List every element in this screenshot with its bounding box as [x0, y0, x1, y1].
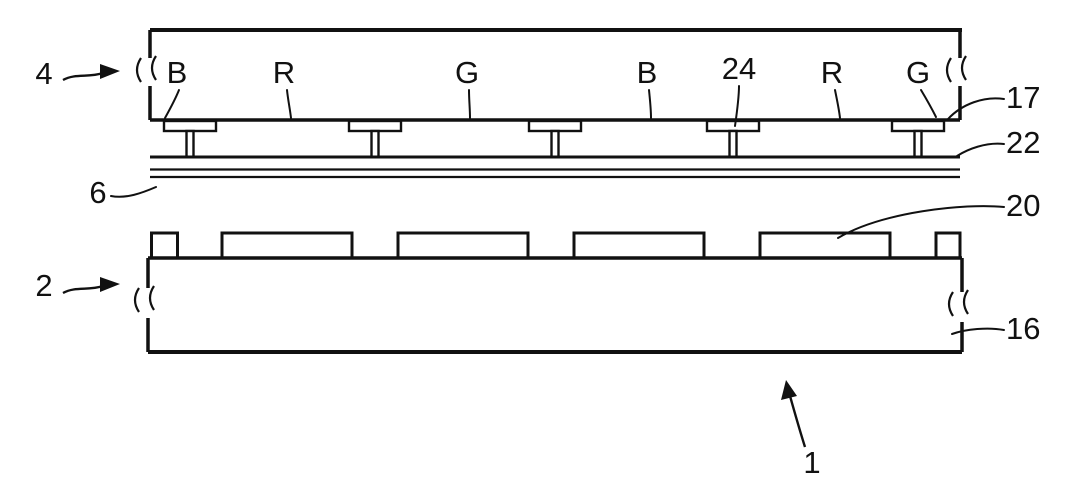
leader-lines	[110, 85, 1005, 335]
black-matrix-stem	[550, 129, 560, 159]
pixel-electrode-partial-left	[150, 231, 179, 260]
pixel-electrode	[758, 231, 892, 260]
black-matrix-cap	[705, 119, 761, 133]
leader-segment-g2	[920, 89, 937, 118]
break-mark	[962, 289, 969, 315]
arrow-2-shaft	[62, 284, 104, 295]
label-20: 20	[1006, 188, 1040, 223]
break-mark	[945, 57, 952, 83]
label-segment-b2: B	[637, 55, 658, 90]
black-matrix-stem	[185, 129, 195, 159]
leader-24	[734, 85, 740, 127]
black-matrix-stem	[913, 129, 923, 159]
break-mark	[150, 55, 157, 81]
break-mark	[135, 57, 142, 83]
label-22: 22	[1006, 125, 1040, 160]
pixel-electrode	[220, 231, 354, 260]
arrows	[62, 64, 807, 448]
leader-segment-g1	[468, 89, 471, 119]
leader-17	[947, 97, 1005, 120]
break-mark	[148, 285, 155, 311]
break-mark	[947, 291, 954, 317]
break-mark	[960, 55, 967, 81]
lower-panel-outline	[133, 256, 969, 354]
leader-6	[110, 186, 157, 198]
black-matrix-cap	[347, 119, 403, 133]
pixel-electrode-partial-right	[934, 231, 962, 260]
label-device: 1	[803, 445, 820, 480]
black-matrix-cap	[162, 119, 218, 133]
label-17: 17	[1006, 80, 1040, 115]
pixel-electrode	[396, 231, 530, 260]
arrow-1-shaft	[788, 395, 807, 448]
label-16: 16	[1006, 311, 1040, 346]
arrow-2-head	[100, 277, 120, 292]
black-matrix-stem	[370, 129, 380, 159]
black-matrix-cap	[527, 119, 583, 133]
leader-segment-r2	[834, 89, 841, 119]
black-matrix-stem	[728, 129, 738, 159]
leader-segment-b2	[648, 89, 652, 119]
leader-segment-b1	[164, 89, 180, 119]
label-segment-r1: R	[273, 55, 295, 90]
middle-layer-lines	[150, 155, 960, 179]
arrow-4-head	[100, 64, 120, 79]
leader-20	[837, 205, 1005, 239]
leader-22	[956, 142, 1005, 157]
arrow-1-head	[781, 380, 797, 400]
leader-segment-r1	[286, 89, 292, 119]
label-segment-g1: G	[455, 55, 479, 90]
reference-numerals: 4 6 2 1 17 22 20 16 24 B R G B R G	[35, 51, 1040, 480]
arrow-4-shaft	[62, 71, 104, 82]
leader-16	[951, 327, 1005, 335]
label-segment-b1: B	[167, 55, 188, 90]
break-mark	[133, 287, 140, 313]
label-liquid-crystal: 6	[89, 175, 106, 210]
label-24: 24	[722, 51, 756, 86]
black-matrix-elements	[162, 119, 946, 159]
label-upper-panel: 4	[35, 56, 52, 91]
label-segment-g2: G	[906, 55, 930, 90]
black-matrix-cap	[890, 119, 946, 133]
label-segment-r2: R	[821, 55, 843, 90]
pixel-electrode	[572, 231, 706, 260]
label-lower-panel: 2	[35, 268, 52, 303]
